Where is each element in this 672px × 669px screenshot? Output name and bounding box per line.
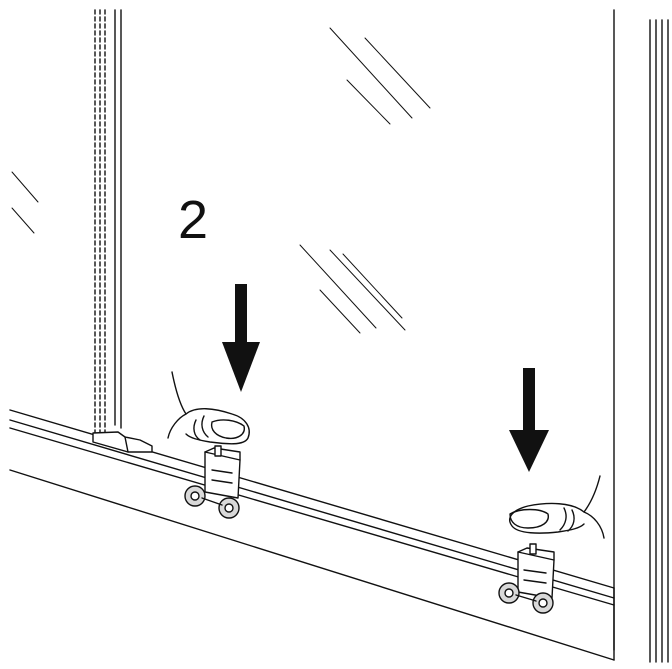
right-door-frame [613,9,669,663]
hand-icon [167,371,250,445]
down-arrow-icon [509,368,549,472]
glass-reflection [11,27,431,334]
hand-icon [509,475,605,539]
roller-icon [498,543,555,614]
roller-icon [184,445,241,519]
guide-bracket [92,431,153,453]
down-arrow-icon [222,284,260,392]
left-door-frame [94,9,122,436]
bottom-rail [9,409,615,661]
step-number: 2 [178,190,208,250]
